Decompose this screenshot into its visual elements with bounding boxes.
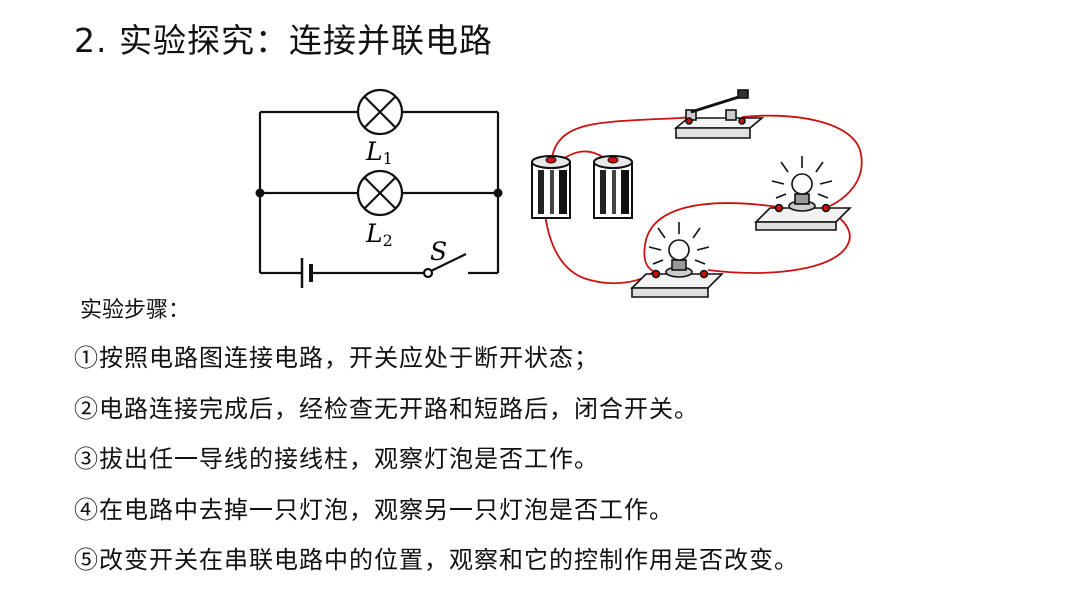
step-item-3: ③拔出任一导线的接线柱，观察灯泡是否工作。 <box>74 445 599 473</box>
steps-heading: 实验步骤： <box>80 298 191 323</box>
battery-right <box>593 155 633 219</box>
lamp-l2-label: L2 <box>365 219 393 250</box>
step-item-5: ⑤改变开关在串联电路中的位置，观察和它的控制作用是否改变。 <box>74 546 799 574</box>
battery-symbol <box>300 258 313 288</box>
battery-left <box>531 155 571 219</box>
step-item-1: ①按照电路图连接电路，开关应处于断开状态； <box>74 344 599 372</box>
lamp-l1-symbol <box>356 88 404 136</box>
physical-circuit <box>531 89 863 298</box>
red-wires <box>543 114 863 285</box>
lamp-l1-label: L1 <box>365 137 393 168</box>
switch-symbol <box>422 253 467 279</box>
light-rays-right <box>771 156 833 199</box>
lamp-board-bottom <box>630 239 724 298</box>
junction-left <box>255 188 265 198</box>
junction-right <box>493 188 503 198</box>
lamp-board-right <box>754 173 852 231</box>
lamp-l2-symbol <box>356 169 404 217</box>
wire-switch-to-lamp-a <box>741 114 863 207</box>
light-rays-bottom <box>648 222 710 265</box>
knife-switch <box>673 89 765 139</box>
switch-label: S <box>430 237 447 266</box>
step-item-2: ②电路连接完成后，经检查无开路和短路后，闭合开关。 <box>74 394 699 423</box>
steps-list: ①按照电路图连接电路，开关应处于断开状态； ②电路连接完成后，经检查无开路和短路… <box>74 338 799 591</box>
page-title: 2. 实验探究：连接并联电路 <box>74 21 493 60</box>
wire-lamp-a-to-lamp-b <box>643 202 779 273</box>
circuit-schematic <box>255 88 503 288</box>
wire-battery-to-switch <box>551 116 694 158</box>
step-item-4: ④在电路中去掉一只灯泡，观察另一只灯泡是否工作。 <box>74 495 674 524</box>
